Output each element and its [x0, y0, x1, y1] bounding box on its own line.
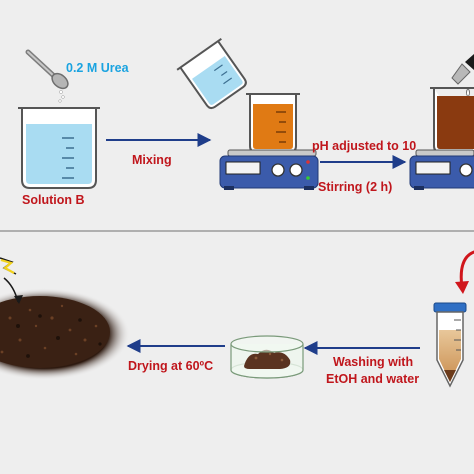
petri-dish-icon: [230, 335, 304, 379]
dropper-icon: [451, 54, 474, 98]
washing-label-line2: EtOH and water: [326, 372, 419, 386]
washing-label-line1: Washing with: [333, 355, 413, 369]
magnetic-stirrer-1: [219, 149, 319, 190]
drying-label: Drying at 60ºC: [128, 359, 213, 373]
ph-adjusted-label: pH adjusted to 10: [312, 139, 416, 153]
mixing-label: Mixing: [132, 153, 172, 167]
orange-beaker: [246, 93, 300, 153]
beaker-solution-b: [18, 107, 100, 189]
powder-pile: [0, 288, 130, 380]
pouring-beaker-icon: [176, 38, 247, 110]
stirring-label: Stirring (2 h): [318, 180, 392, 194]
magnetic-stirrer-2: [409, 149, 474, 190]
centrifuge-tube-icon: [433, 302, 467, 388]
light-bulb-icon: [0, 257, 23, 304]
urea-label: 0.2 M Urea: [66, 61, 130, 75]
solution-b-label: Solution B: [22, 193, 85, 207]
brown-beaker: [430, 87, 474, 153]
spoon-icon: [25, 49, 69, 103]
